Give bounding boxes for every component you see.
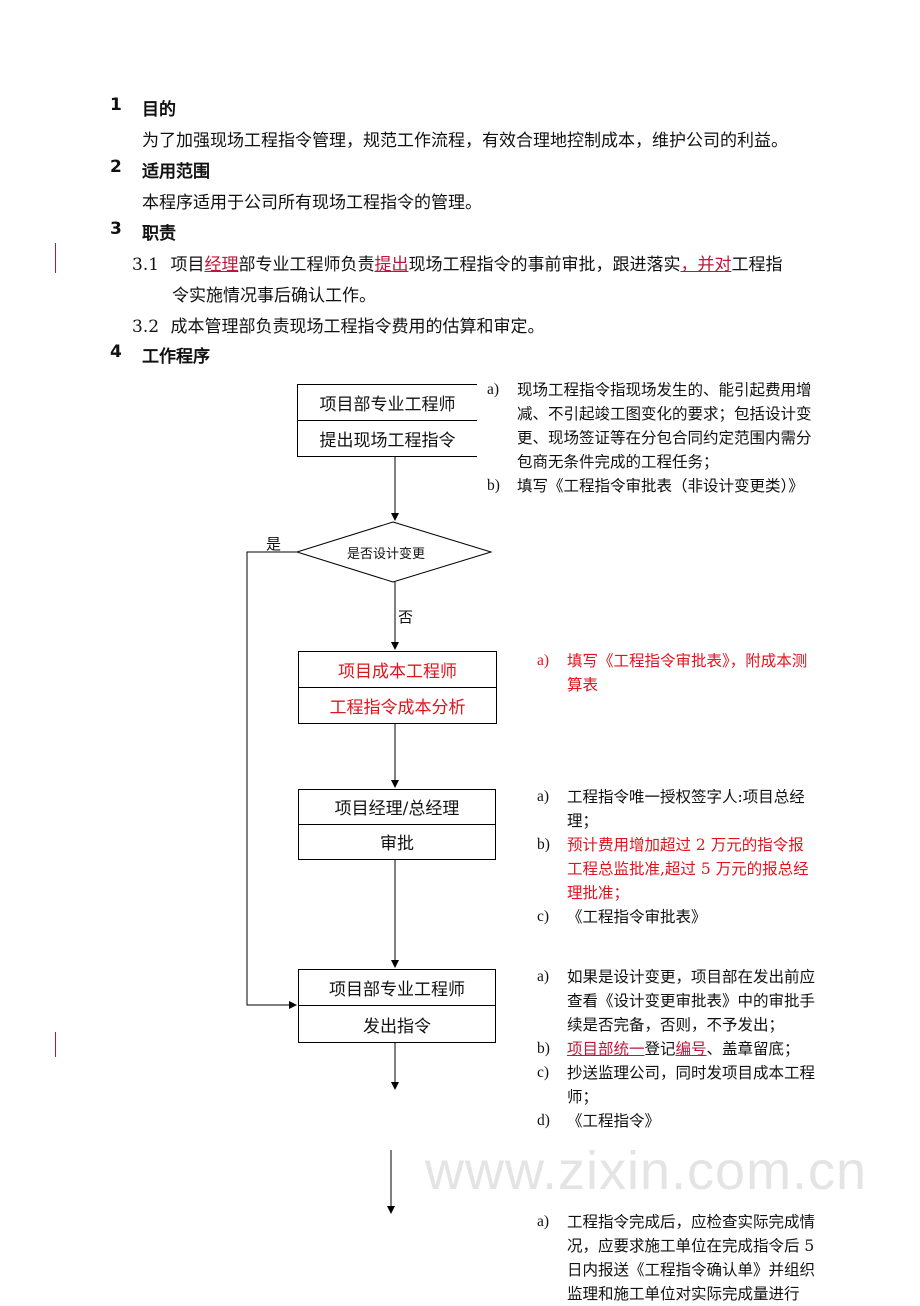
note-label: c) xyxy=(537,1064,550,1081)
note-line: 《工程指令》 xyxy=(567,1112,661,1130)
step-role: 项目部专业工程师 xyxy=(299,970,495,1006)
notes-step-4: a) 如果是设计变更，项目部在发出前应 查看《设计变更审批表》中的审批手 续是否… xyxy=(537,965,815,1133)
notes-step-2: a) 填写《工程指令审批表》，附成本测 算表 xyxy=(537,649,807,697)
note-line: 填写《工程指令审批表》，附成本测 xyxy=(567,652,808,670)
note-item: a) 填写《工程指令审批表》，附成本测 算表 xyxy=(537,649,807,697)
section-2-body: 本程序适用于公司所有现场工程指令的管理。 xyxy=(142,193,482,213)
item-3-2: 3.2 成本管理部负责现场工程指令费用的估算和审定。 xyxy=(132,312,544,337)
revised-text: ，并对 xyxy=(680,255,732,275)
note-item: a) 如果是设计变更，项目部在发出前应 查看《设计变更审批表》中的审批手 续是否… xyxy=(537,965,815,1037)
note-item: b) 预计费用增加超过 2 万元的指令报 工程总监批准,超过 5 万元的报总经 … xyxy=(537,833,809,905)
flow-step-issue-instruction: 项目部专业工程师 发出指令 xyxy=(298,969,496,1043)
note-line: 工程总监批准,超过 5 万元的报总经 xyxy=(567,860,809,878)
section-2-title: 适用范围 xyxy=(142,162,210,182)
section-4-title: 工作程序 xyxy=(142,347,210,367)
note-label: a) xyxy=(537,1213,550,1230)
notes-step-1: a) 现场工程指令指现场发生的、能引起费用增 减、不引起竣工图变化的要求；包括设… xyxy=(487,378,812,498)
note-line: 包商无条件完成的工程任务； xyxy=(517,453,719,471)
item-3-1-continued: 令实施情况事后确认工作。 xyxy=(172,286,376,306)
revision-bar xyxy=(55,1032,56,1057)
note-line: 理批准； xyxy=(567,884,630,902)
yes-branch-line xyxy=(246,551,297,1009)
section-3-title: 职责 xyxy=(142,224,176,244)
note-line: 算表 xyxy=(567,676,599,694)
item-3-1: 3.1 项目经理部专业工程师负责提出现场工程指令的事前审批，跟进落实，并对工程指 xyxy=(132,250,782,275)
note-line: 预计费用增加超过 2 万元的指令报 xyxy=(567,836,804,854)
revision-bar xyxy=(55,243,56,273)
text: 登记 xyxy=(644,1040,676,1058)
decision-diamond xyxy=(295,521,493,583)
note-label: a) xyxy=(537,788,550,805)
watermark: www.zixin.com.cn xyxy=(425,1141,868,1201)
note-item: b) 项目部统一登记编号、盖章留底； xyxy=(537,1037,815,1061)
section-1-title: 目的 xyxy=(142,100,176,120)
note-line: 监理和施工单位对实际完成量进行 xyxy=(567,1285,800,1303)
text: 现场工程指令的事前审批，跟进落实 xyxy=(408,255,681,275)
notes-step-3: a) 工程指令唯一授权签字人:项目总经 理； b) 预计费用增加超过 2 万元的… xyxy=(537,785,809,929)
note-line: 《工程指令审批表》 xyxy=(567,908,707,926)
note-line: 更、现场签证等在分包合同约定范围内需分 xyxy=(517,429,812,447)
note-label: a) xyxy=(487,381,500,398)
note-item: a) 工程指令唯一授权签字人:项目总经 理； xyxy=(537,785,809,833)
note-line: 如果是设计变更，项目部在发出前应 xyxy=(567,968,816,986)
step-action: 审批 xyxy=(380,834,414,855)
revised-text: 项目部统一 xyxy=(567,1040,645,1058)
section-1-number: 1 xyxy=(110,95,122,115)
note-line: 查看《设计变更审批表》中的审批手 xyxy=(567,992,816,1010)
note-line: 工程指令完成后，应检查实际完成情 xyxy=(567,1213,816,1231)
note-line: 续是否完备，否则，不予发出； xyxy=(567,1016,785,1034)
section-2-number: 2 xyxy=(110,157,122,177)
note-line: 工程指令唯一授权签字人:项目总经 xyxy=(567,788,805,806)
item-number: 3.2 xyxy=(132,317,160,337)
section-3-number: 3 xyxy=(110,219,122,239)
text: 工程指 xyxy=(731,255,783,275)
text: 、盖章留底； xyxy=(706,1040,800,1058)
text: 项目 xyxy=(170,255,205,275)
step-action: 提出现场工程指令 xyxy=(319,430,456,451)
note-label: a) xyxy=(537,968,550,985)
flow-step-raise-instruction: 项目部专业工程师 提出现场工程指令 xyxy=(297,384,477,457)
note-item: b) 填写《工程指令审批表（非设计变更类）》 xyxy=(487,474,812,498)
note-line: 填写《工程指令审批表（非设计变更类）》 xyxy=(517,477,804,495)
note-label: b) xyxy=(487,477,500,494)
note-label: d) xyxy=(537,1112,550,1129)
note-line: 抄送监理公司，同时发项目成本工程 xyxy=(567,1064,816,1082)
note-label: a) xyxy=(537,652,550,669)
flow-step-cost-analysis: 项目成本工程师 工程指令成本分析 xyxy=(298,651,497,724)
note-line: 日内报送《工程指令确认单》并组织 xyxy=(567,1261,816,1279)
note-label: c) xyxy=(537,908,550,925)
item-number: 3.1 xyxy=(132,255,160,275)
step-role: 项目成本工程师 xyxy=(299,652,496,688)
yes-label: 是 xyxy=(266,535,282,553)
note-item: a) 工程指令完成后，应检查实际完成情 况，应要求施工单位在完成指令后 5 日内… xyxy=(537,1210,815,1306)
step-role: 项目部专业工程师 xyxy=(298,385,477,421)
note-line: 师； xyxy=(567,1088,599,1106)
section-1-body: 为了加强现场工程指令管理，规范工作流程，有效合理地控制成本，维护公司的利益。 xyxy=(142,131,788,151)
notes-step-5: a) 工程指令完成后，应检查实际完成情 况，应要求施工单位在完成指令后 5 日内… xyxy=(537,1210,815,1306)
note-line: 现场工程指令指现场发生的、能引起费用增 xyxy=(517,381,812,399)
text: 部专业工程师负责 xyxy=(238,255,375,275)
note-item: c) 《工程指令审批表》 xyxy=(537,905,809,929)
note-line: 况，应要求施工单位在完成指令后 5 xyxy=(567,1237,815,1255)
decision-label: 是否设计变更 xyxy=(347,547,426,562)
note-label: b) xyxy=(537,1040,550,1057)
no-label: 否 xyxy=(398,608,414,626)
section-4-number: 4 xyxy=(110,342,122,362)
revised-text: 经理 xyxy=(204,255,239,275)
note-item: c) 抄送监理公司，同时发项目成本工程 师； xyxy=(537,1061,815,1109)
revised-text: 提出 xyxy=(374,255,409,275)
note-label: b) xyxy=(537,836,550,853)
note-line: 理； xyxy=(567,812,599,830)
flow-step-approval: 项目经理/总经理 审批 xyxy=(298,789,496,860)
note-line: 减、不引起竣工图变化的要求；包括设计变 xyxy=(517,405,812,423)
revised-text: 编号 xyxy=(675,1040,707,1058)
text: 成本管理部负责现场工程指令费用的估算和审定。 xyxy=(170,317,545,337)
step-action: 工程指令成本分析 xyxy=(329,697,466,718)
step-action: 发出指令 xyxy=(363,1016,431,1037)
note-item: d) 《工程指令》 xyxy=(537,1109,815,1133)
step-role: 项目经理/总经理 xyxy=(299,790,495,825)
note-item: a) 现场工程指令指现场发生的、能引起费用增 减、不引起竣工图变化的要求；包括设… xyxy=(487,378,812,474)
